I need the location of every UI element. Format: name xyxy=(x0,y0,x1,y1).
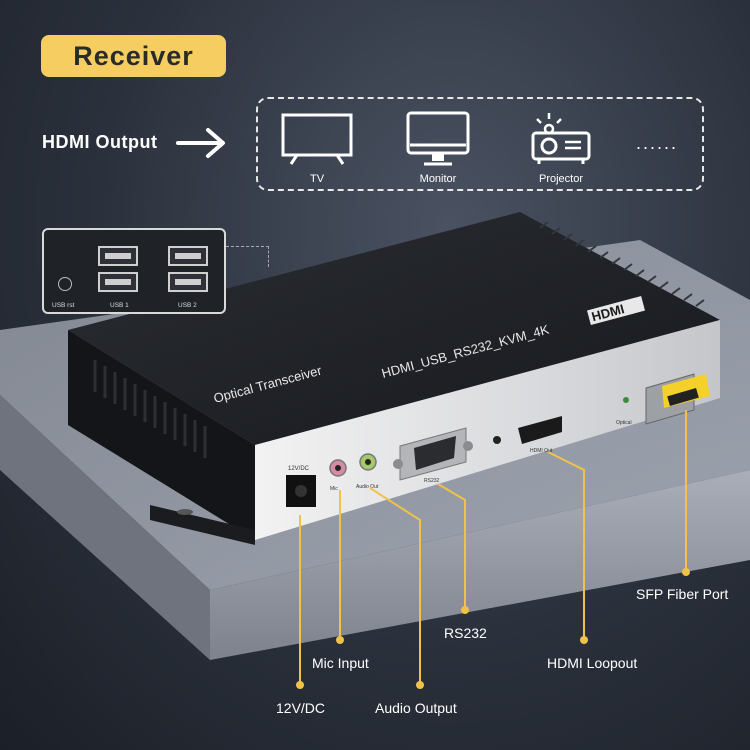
callout-hdmi-loopout-label: HDMI Loopout xyxy=(547,655,638,671)
usb-port-icon xyxy=(168,272,208,292)
usb-port-icon xyxy=(98,246,138,266)
callout-lines xyxy=(299,410,687,685)
usb1-label: USB 1 xyxy=(110,302,129,309)
callout-dc-label: 12V/DC xyxy=(276,700,326,716)
vent-slots-top xyxy=(539,221,705,307)
badge-text: Receiver xyxy=(73,40,194,71)
device-projector: Projector xyxy=(516,109,606,185)
callout-dots xyxy=(296,568,690,689)
mount-ear-left xyxy=(150,505,255,545)
hdmi-port-label: HDMI Out xyxy=(530,448,553,454)
dc-jack-pin xyxy=(295,485,307,497)
callout-rs232-label: RS232 xyxy=(444,625,487,641)
optical-led xyxy=(623,397,629,403)
usb-reset-button-icon xyxy=(58,277,72,291)
more-devices-dots: ...... xyxy=(636,133,679,153)
sfp-module xyxy=(645,373,710,425)
hdmi-output-label: HDMI Output xyxy=(42,132,158,152)
status-hole xyxy=(493,436,501,444)
callout-line-audio xyxy=(369,487,421,685)
usb-port-icon xyxy=(98,272,138,292)
device-tv-label: TV xyxy=(309,173,325,185)
platform-front xyxy=(0,395,210,660)
callout-mic-label: Mic Input xyxy=(312,655,369,671)
usb-reset-label: USB rst xyxy=(52,302,75,309)
device-monitor-label: Monitor xyxy=(419,173,457,185)
mic-port-label: Mic xyxy=(330,486,338,492)
receiver-badge: Receiver xyxy=(41,35,226,77)
mount-hole-left xyxy=(177,509,193,515)
platform-side xyxy=(210,470,750,660)
hdmi-port xyxy=(518,416,562,444)
optical-label: Optical xyxy=(616,420,632,426)
rs232-port-label: RS232 xyxy=(424,478,440,484)
vent-slots-left xyxy=(93,360,207,458)
audio-port-label: Audio Out xyxy=(356,484,379,490)
callout-sfp-label: SFP Fiber Port xyxy=(636,586,729,602)
usb-panel-callout: USB rst USB 1 USB 2 xyxy=(42,228,226,314)
projector-icon xyxy=(531,113,591,164)
arrow-right-icon xyxy=(176,128,225,158)
device-top-cover xyxy=(68,212,720,445)
device-monitor: Monitor xyxy=(393,109,483,185)
dc-port-label: 12V/DC xyxy=(288,466,310,472)
callout-line-hdmi xyxy=(547,451,585,640)
tv-icon xyxy=(281,113,353,165)
device-tv: TV xyxy=(272,109,362,185)
monitor-icon xyxy=(406,111,470,166)
output-devices-box: TV Monitor Pro xyxy=(256,97,704,191)
callout-line-rs232 xyxy=(437,483,466,610)
usb-callout-connector xyxy=(226,246,269,267)
device-projector-label: Projector xyxy=(538,173,584,185)
rs232-port xyxy=(393,427,473,481)
usb2-label: USB 2 xyxy=(178,302,197,309)
usb-port-icon xyxy=(168,246,208,266)
front-panel xyxy=(255,320,720,540)
callout-audio-label: Audio Output xyxy=(375,700,457,716)
